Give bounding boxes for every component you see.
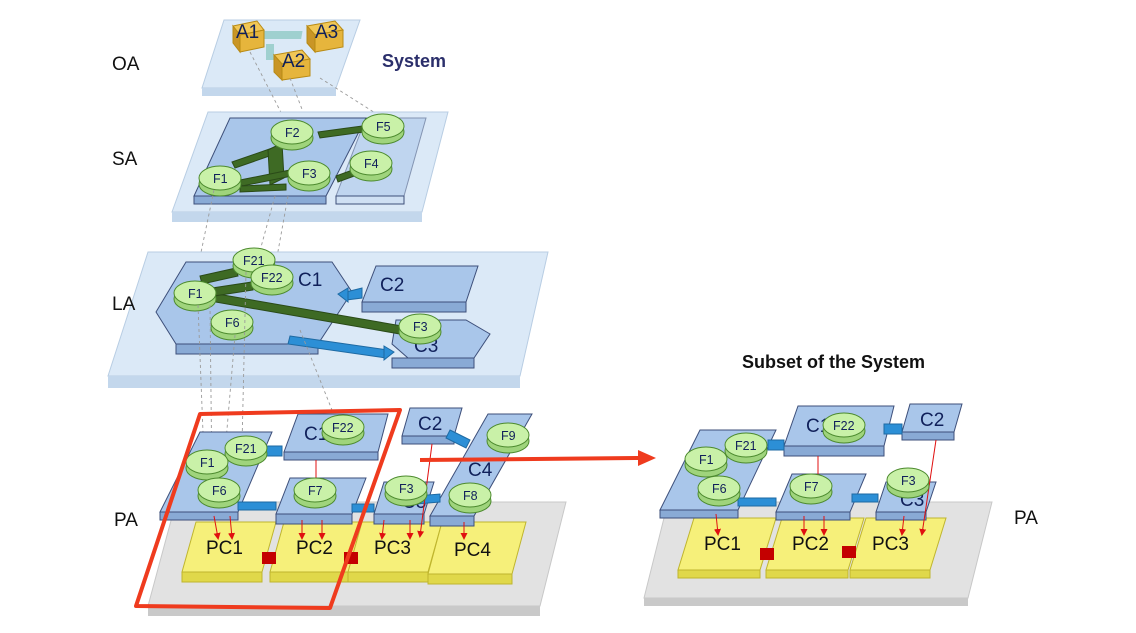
- subset-function-f21-label: F21: [735, 439, 757, 453]
- subset-physical-pc2-label: PC2: [792, 534, 829, 555]
- la-function-f22: F22: [250, 264, 294, 296]
- pa-function-f1-label: F1: [200, 456, 215, 470]
- subset-function-f1: F1: [684, 446, 728, 478]
- pa-function-f3: F3: [384, 475, 428, 507]
- la-function-f21-label: F21: [243, 254, 265, 268]
- physical-component-pc4: PC4: [427, 521, 527, 585]
- actor-a2: A2: [273, 49, 311, 82]
- actor-a2-label: A2: [282, 51, 305, 72]
- subset-function-f3: F3: [886, 467, 930, 499]
- sa-function-f2: F2: [270, 119, 314, 151]
- physical-component-pc1: PC1: [181, 521, 277, 583]
- physical-component-pc3-label: PC3: [374, 538, 411, 559]
- subset-physical-pc3-label: PC3: [872, 534, 909, 555]
- actor-a1: A1: [232, 20, 265, 54]
- actor-a1-label: A1: [236, 22, 259, 43]
- pa-function-f21-label: F21: [235, 442, 257, 456]
- subset-view: Subset of the System PC1 PC2 PC3: [643, 352, 1038, 606]
- subset-physical-pc1: PC1: [677, 517, 777, 579]
- level-label-sa: SA: [112, 149, 138, 170]
- pa-function-f8: F8: [448, 482, 492, 514]
- diagram-title: System: [382, 51, 446, 71]
- subset-function-f3-label: F3: [901, 474, 916, 488]
- pa-component-c4-label: C4: [468, 460, 493, 481]
- subset-function-f22: F22: [822, 412, 866, 444]
- actor-a3: A3: [306, 20, 344, 54]
- sa-layer: F1 F2 F3 F5 F4 SA: [112, 111, 449, 222]
- subset-component-c2: C2: [901, 403, 963, 441]
- subset-function-f6: F6: [697, 475, 741, 507]
- pa-component-c2: C2: [401, 407, 463, 445]
- pa-function-f6-label: F6: [212, 484, 227, 498]
- subset-function-f22-label: F22: [833, 419, 855, 433]
- level-label-la: LA: [112, 294, 136, 315]
- pa-function-f9: F9: [486, 422, 530, 454]
- pa-layer: PC1 PC2 PC3 PC4: [114, 407, 567, 616]
- physical-component-pc2-label: PC2: [296, 538, 333, 559]
- pa-component-c2-label: C2: [418, 414, 442, 435]
- subset-physical-pc1-label: PC1: [704, 534, 741, 555]
- la-function-f3-label: F3: [413, 320, 428, 334]
- subset-physical-components: PC1 PC2 PC3: [677, 517, 947, 579]
- la-function-f22-label: F22: [261, 271, 283, 285]
- sa-function-f2-label: F2: [285, 126, 300, 140]
- pa-function-f7: F7: [293, 477, 337, 509]
- subset-functions: F22 F21 F1 F6 F7: [684, 412, 930, 507]
- la-layer: C1 C2 C3: [107, 247, 549, 388]
- la-function-f1-label: F1: [188, 287, 203, 301]
- subset-title: Subset of the System: [742, 352, 925, 372]
- la-component-c1-label: C1: [298, 270, 322, 291]
- subset-function-f6-label: F6: [712, 482, 727, 496]
- sa-function-f1: F1: [198, 165, 242, 197]
- la-function-f6: F6: [210, 309, 254, 341]
- pa-function-f3-label: F3: [399, 482, 414, 496]
- pa-function-f21: F21: [224, 435, 268, 467]
- sa-function-f4: F4: [349, 150, 393, 182]
- pa-function-f22: F22: [321, 414, 365, 446]
- subset-function-f1-label: F1: [699, 453, 714, 467]
- subset-arrow: [419, 450, 656, 466]
- sa-functions: F1 F2 F3 F5 F4: [198, 113, 405, 197]
- sa-function-f3-label: F3: [302, 167, 317, 181]
- sa-function-f1-label: F1: [213, 172, 228, 186]
- level-label-pa-subset: PA: [1014, 508, 1038, 529]
- physical-component-pc4-label: PC4: [454, 540, 491, 561]
- level-label-oa: OA: [112, 54, 140, 75]
- pa-function-f1: F1: [185, 449, 229, 481]
- sa-function-f5-label: F5: [376, 120, 391, 134]
- physical-components: PC1 PC2 PC3 PC4: [181, 521, 527, 585]
- la-function-f3: F3: [398, 313, 442, 345]
- subset-function-f7: F7: [789, 473, 833, 505]
- la-function-f1: F1: [173, 280, 217, 312]
- la-component-c2: C2: [361, 265, 479, 313]
- selection-highlight: [134, 408, 402, 610]
- pa-functions: F22 F21 F1 F6 F7: [185, 414, 530, 514]
- level-label-pa: PA: [114, 510, 138, 531]
- oa-layer: A1 A3 A2 OA System: [112, 19, 446, 96]
- la-functions: F21 F22 F1 F6 F3: [173, 247, 442, 345]
- pa-function-f9-label: F9: [501, 429, 516, 443]
- pa-function-f8-label: F8: [463, 489, 478, 503]
- la-function-f6-label: F6: [225, 316, 240, 330]
- pa-function-f6: F6: [197, 477, 241, 509]
- actor-a3-label: A3: [315, 22, 338, 43]
- sa-function-f3: F3: [287, 160, 331, 192]
- sa-function-f4-label: F4: [364, 157, 379, 171]
- subset-function-f21: F21: [724, 432, 768, 464]
- subset-function-f7-label: F7: [804, 480, 819, 494]
- physical-component-pc1-label: PC1: [206, 538, 243, 559]
- subset-component-c2-label: C2: [920, 410, 944, 431]
- la-component-c2-label: C2: [380, 275, 404, 296]
- sa-function-f5: F5: [361, 113, 405, 145]
- pa-function-f22-label: F22: [332, 421, 354, 435]
- pa-function-f7-label: F7: [308, 484, 323, 498]
